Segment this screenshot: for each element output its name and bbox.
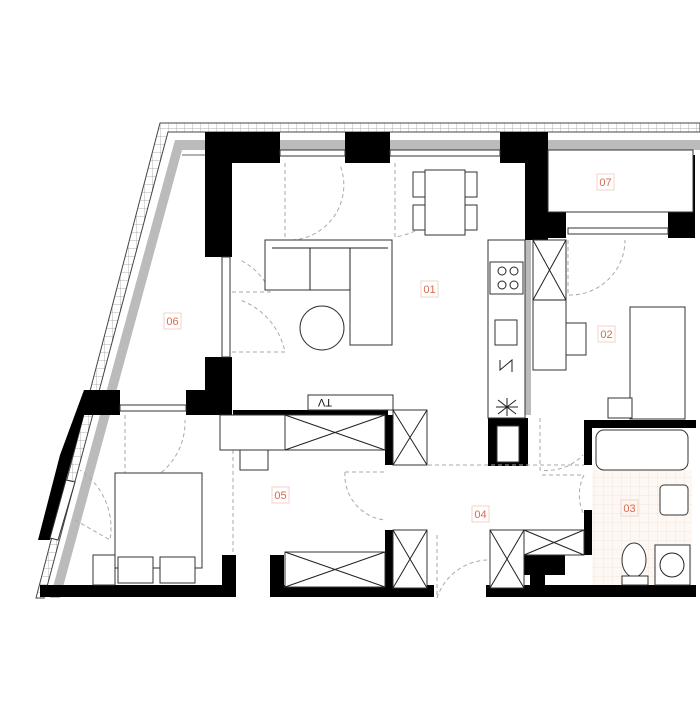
washbasin bbox=[659, 484, 689, 516]
walls bbox=[38, 132, 696, 597]
room-label-02: 02 bbox=[597, 325, 616, 343]
furniture: TV bbox=[92, 149, 694, 589]
corner-sofa bbox=[264, 239, 393, 346]
desk bbox=[565, 322, 587, 356]
coffee-table bbox=[299, 305, 345, 351]
wardrobe bbox=[532, 239, 567, 371]
room-label-03: 03 bbox=[620, 499, 639, 517]
room-label-06: 06 bbox=[163, 312, 182, 330]
room-label-04: 04 bbox=[471, 505, 490, 523]
windows bbox=[49, 149, 669, 541]
balcony-07 bbox=[547, 149, 694, 213]
tv-label: TV bbox=[317, 396, 332, 408]
sink bbox=[494, 319, 518, 346]
room-label-05: 05 bbox=[271, 486, 290, 504]
bed-single bbox=[629, 306, 686, 420]
cooktop bbox=[489, 261, 524, 295]
room-label-01: 01 bbox=[420, 280, 439, 298]
svg-text:01: 01 bbox=[423, 284, 435, 296]
svg-text:06: 06 bbox=[166, 316, 178, 328]
bathtub bbox=[595, 429, 689, 471]
terrace-railing bbox=[35, 122, 700, 599]
svg-text:02: 02 bbox=[600, 329, 612, 341]
svg-text:05: 05 bbox=[274, 490, 286, 502]
svg-text:04: 04 bbox=[474, 509, 486, 521]
tv-stand bbox=[307, 394, 394, 411]
svg-text:07: 07 bbox=[599, 177, 611, 189]
toilet bbox=[621, 542, 647, 578]
room-labels: 01 02 03 04 05 06 07 bbox=[163, 173, 639, 523]
svg-text:03: 03 bbox=[623, 503, 635, 515]
dining-table bbox=[424, 169, 466, 236]
room-label-07: 07 bbox=[596, 173, 615, 191]
double-bed bbox=[114, 472, 203, 569]
